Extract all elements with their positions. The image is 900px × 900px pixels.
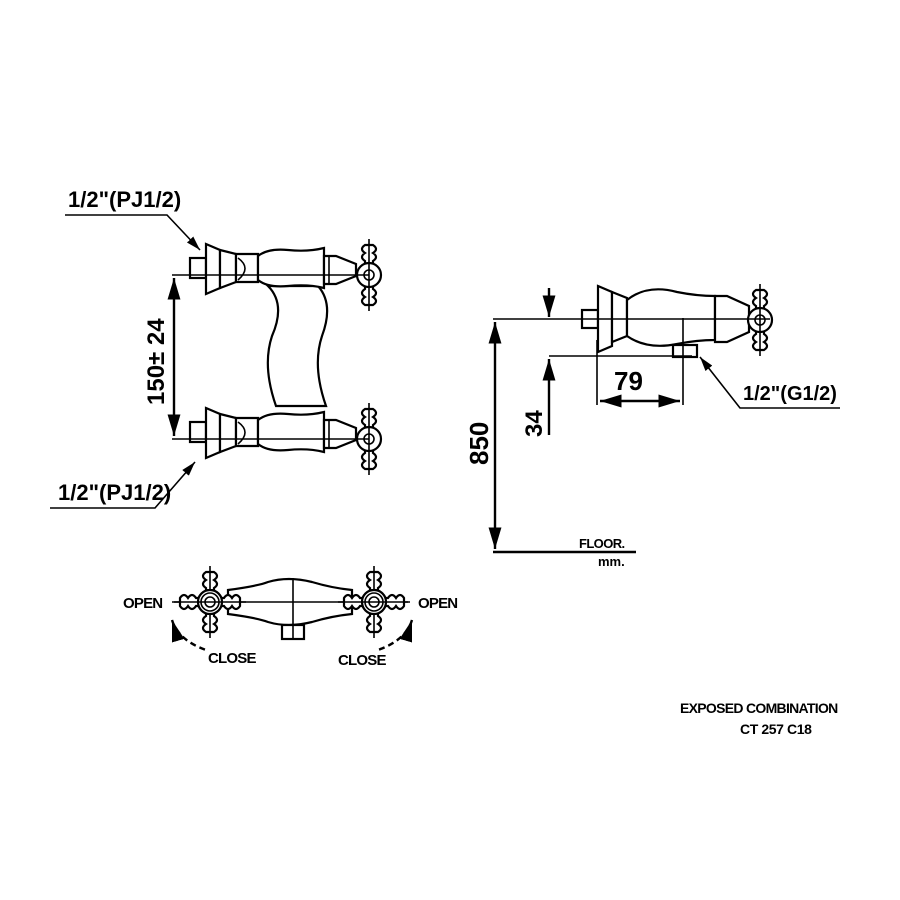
valve-bridge: [265, 284, 329, 408]
top-view: OPEN CLOSE OPEN CLOSE: [123, 564, 458, 669]
left-rotation-arrow-icon: [170, 619, 207, 652]
floor-label: FLOOR.: [579, 536, 625, 551]
height-label: 850: [464, 422, 494, 465]
side-handle-icon: [746, 282, 774, 358]
offset-label: 79: [614, 366, 643, 396]
center-distance-label: 150± 24: [143, 318, 170, 405]
drop-label: 34: [521, 410, 548, 437]
right-handle-icon: [336, 564, 412, 640]
valve-bottom: [188, 406, 358, 460]
right-close-label: CLOSE: [338, 652, 386, 669]
unit-label: mm.: [598, 554, 625, 569]
side-view: 850 34 79 1/2"(G1/2) FLOOR. mm.: [464, 282, 840, 569]
front-view: 150± 24 1/2"(PJ1/2) 1/2"(PJ1/2): [50, 187, 383, 509]
right-open-label: OPEN: [418, 595, 457, 612]
inlet-bottom-label: 1/2"(PJ1/2): [58, 480, 171, 505]
drawing-title: EXPOSED COMBINATION: [680, 700, 838, 716]
inlet-top-label: 1/2"(PJ1/2): [68, 187, 181, 212]
right-rotation-arrow-icon: [377, 619, 414, 652]
outlet-label: 1/2"(G1/2): [743, 383, 837, 405]
left-handle-icon: [172, 564, 248, 640]
left-open-label: OPEN: [123, 595, 162, 612]
valve-top: [188, 242, 358, 296]
title-block: EXPOSED COMBINATION CT 257 C18: [680, 700, 839, 737]
left-close-label: CLOSE: [208, 650, 256, 667]
model-number: CT 257 C18: [740, 721, 812, 737]
